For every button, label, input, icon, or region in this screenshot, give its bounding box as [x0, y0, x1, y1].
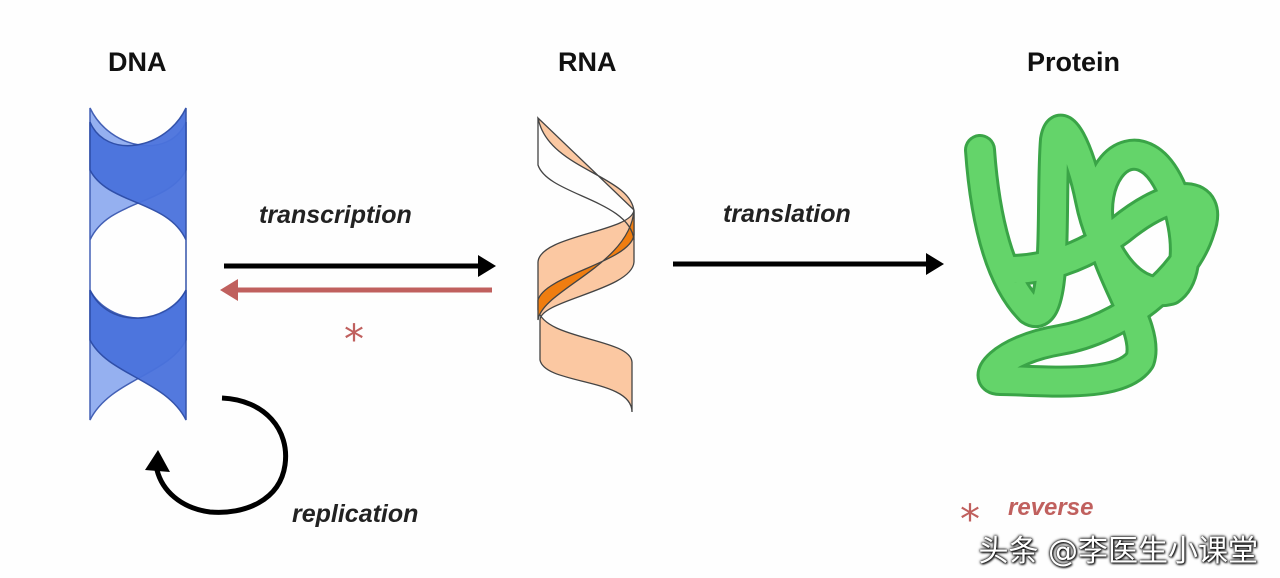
rna-strand-icon [536, 116, 635, 413]
reverse-transcription-arrowhead [220, 279, 238, 301]
protein-chain-icon [964, 113, 1220, 398]
protein-title: Protein [1027, 47, 1121, 77]
legend-star: * [960, 497, 980, 543]
watermark: 头条 @李医生小课堂 [978, 534, 1258, 569]
reverse-star-marker: * [344, 317, 364, 363]
replication-label: replication [292, 500, 419, 528]
transcription-arrowhead [478, 255, 496, 277]
rna-title: RNA [558, 47, 617, 77]
replication-arrow [154, 395, 289, 515]
dna-title: DNA [108, 47, 167, 77]
translation-label: translation [723, 200, 851, 228]
legend-reverse-text: reverse [1008, 494, 1094, 521]
translation-arrowhead [926, 253, 944, 275]
replication-arrowhead [145, 450, 170, 472]
transcription-label: transcription [259, 201, 412, 229]
dna-helix-icon [89, 107, 187, 421]
